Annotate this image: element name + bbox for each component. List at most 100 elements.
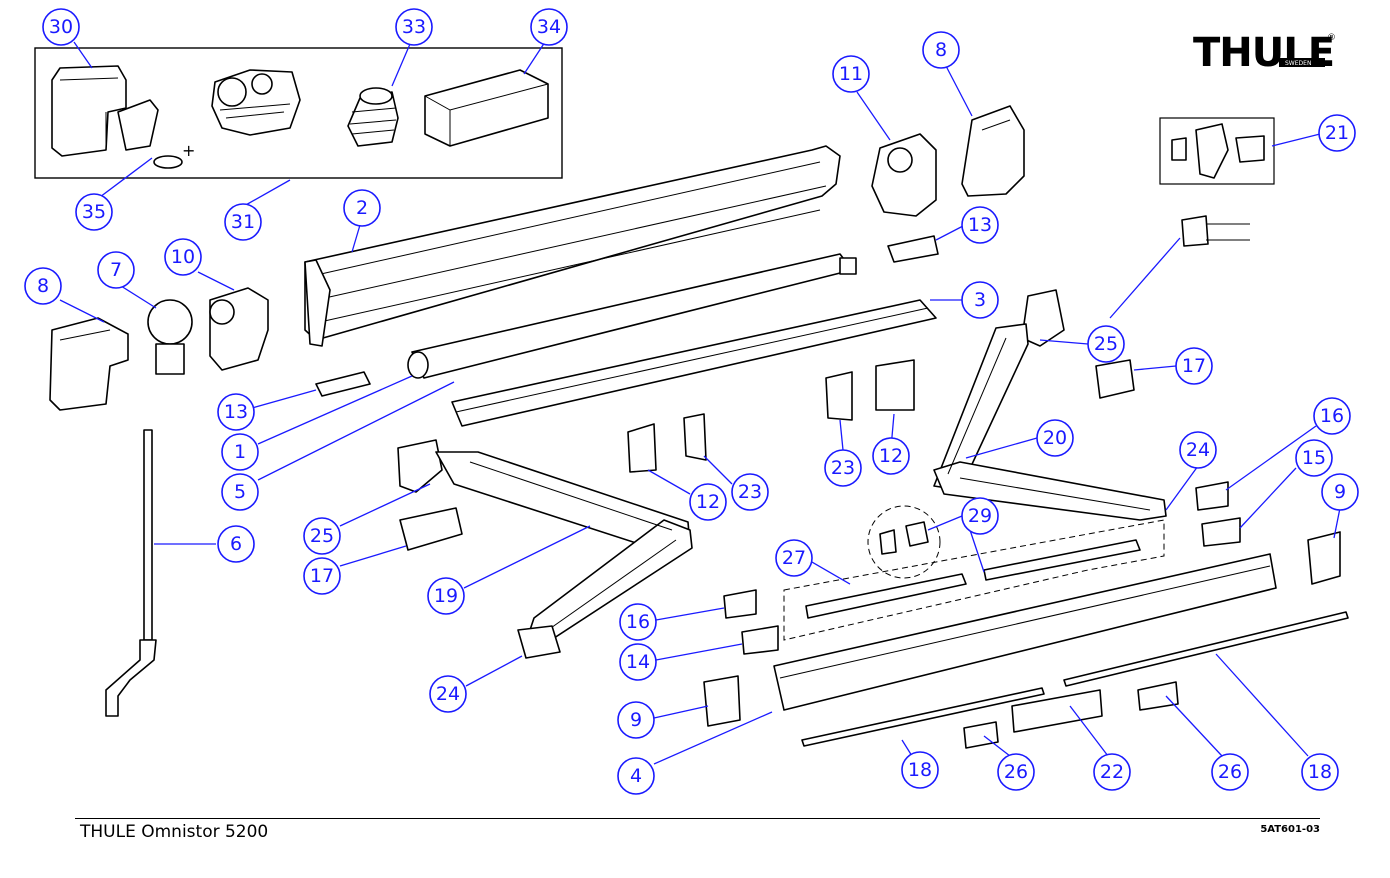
document-code: 5AT601-03 bbox=[1260, 824, 1320, 835]
svg-text:24: 24 bbox=[436, 683, 460, 705]
crank-rod bbox=[105, 429, 157, 717]
callout-24-right: 24 bbox=[1179, 431, 1217, 469]
leader-lines bbox=[59, 41, 1341, 765]
callout-35: 35 bbox=[75, 193, 113, 231]
callout-17-left: 17 bbox=[303, 557, 341, 595]
callout-33: 33 bbox=[395, 8, 433, 46]
svg-text:11: 11 bbox=[839, 63, 863, 85]
svg-text:THULE: THULE bbox=[1193, 30, 1334, 76]
svg-text:9: 9 bbox=[1334, 481, 1346, 503]
svg-text:16: 16 bbox=[1320, 405, 1344, 427]
callout-1: 1 bbox=[221, 433, 259, 471]
svg-text:13: 13 bbox=[224, 401, 248, 423]
svg-text:14: 14 bbox=[626, 651, 650, 673]
svg-text:8: 8 bbox=[935, 39, 947, 61]
callout-12-left: 12 bbox=[689, 483, 727, 521]
svg-text:29: 29 bbox=[968, 505, 992, 527]
callout-17-right: 17 bbox=[1175, 347, 1213, 385]
callout-9-left: 9 bbox=[617, 701, 655, 739]
svg-text:17: 17 bbox=[310, 565, 334, 587]
callout-25-right: 25 bbox=[1087, 325, 1125, 363]
svg-text:1: 1 bbox=[234, 441, 246, 463]
svg-text:8: 8 bbox=[37, 275, 49, 297]
svg-text:6: 6 bbox=[230, 533, 242, 555]
lower-rails bbox=[723, 481, 1349, 749]
callout-20: 20 bbox=[1036, 419, 1074, 457]
footer-title: THULE Omnistor 5200 bbox=[80, 822, 269, 842]
callout-5: 5 bbox=[221, 473, 259, 511]
callout-23-left: 23 bbox=[731, 473, 769, 511]
cassette-profile bbox=[304, 145, 841, 347]
svg-text:+: + bbox=[182, 141, 195, 160]
callout-10: 10 bbox=[164, 238, 202, 276]
right-end-parts bbox=[871, 105, 1275, 263]
svg-text:12: 12 bbox=[696, 491, 720, 513]
callouts: 30 33 34 35 31 11 8 21 2 13 8 7 10 3 25 … bbox=[24, 8, 1359, 795]
svg-text:9: 9 bbox=[630, 709, 642, 731]
svg-text:3: 3 bbox=[974, 289, 986, 311]
svg-text:23: 23 bbox=[738, 481, 762, 503]
svg-text:7: 7 bbox=[110, 259, 122, 281]
callout-22: 22 bbox=[1093, 753, 1131, 791]
svg-text:15: 15 bbox=[1302, 447, 1326, 469]
svg-text:4: 4 bbox=[630, 765, 642, 787]
callout-8-left: 8 bbox=[24, 267, 62, 305]
callout-26-left: 26 bbox=[997, 753, 1035, 791]
callout-27: 27 bbox=[775, 539, 813, 577]
svg-text:®: ® bbox=[1327, 33, 1336, 43]
svg-text:12: 12 bbox=[879, 445, 903, 467]
callout-7: 7 bbox=[97, 251, 135, 289]
svg-text:35: 35 bbox=[82, 201, 106, 223]
left-end-parts bbox=[49, 287, 371, 411]
front-bar bbox=[703, 531, 1341, 727]
callout-24-left: 24 bbox=[429, 675, 467, 713]
callout-2: 2 bbox=[343, 189, 381, 227]
svg-text:5: 5 bbox=[234, 481, 246, 503]
callout-14: 14 bbox=[619, 643, 657, 681]
svg-text:21: 21 bbox=[1325, 122, 1349, 144]
svg-text:25: 25 bbox=[310, 525, 334, 547]
svg-text:27: 27 bbox=[782, 547, 806, 569]
svg-text:22: 22 bbox=[1100, 761, 1124, 783]
svg-text:SWEDEN: SWEDEN bbox=[1285, 60, 1311, 67]
callout-13-left: 13 bbox=[217, 393, 255, 431]
callout-9-right: 9 bbox=[1321, 473, 1359, 511]
svg-text:24: 24 bbox=[1186, 439, 1210, 461]
svg-text:20: 20 bbox=[1043, 427, 1067, 449]
svg-text:25: 25 bbox=[1094, 333, 1118, 355]
svg-text:16: 16 bbox=[626, 611, 650, 633]
svg-text:18: 18 bbox=[1308, 761, 1332, 783]
svg-text:18: 18 bbox=[908, 759, 932, 781]
callout-25-left: 25 bbox=[303, 517, 341, 555]
callout-16-left: 16 bbox=[619, 603, 657, 641]
svg-text:31: 31 bbox=[231, 211, 255, 233]
svg-text:30: 30 bbox=[49, 16, 73, 38]
callout-23-right: 23 bbox=[824, 449, 862, 487]
motor-kit-inset: + bbox=[34, 47, 563, 179]
callout-4: 4 bbox=[617, 757, 655, 795]
callout-3: 3 bbox=[961, 281, 999, 319]
roller-tube bbox=[407, 253, 857, 379]
callout-15: 15 bbox=[1295, 439, 1333, 477]
callout-29: 29 bbox=[961, 497, 999, 535]
callout-18-left: 18 bbox=[901, 751, 939, 789]
callout-13-top: 13 bbox=[961, 206, 999, 244]
small-brackets bbox=[627, 359, 915, 473]
svg-text:26: 26 bbox=[1218, 761, 1242, 783]
callout-11: 11 bbox=[832, 55, 870, 93]
svg-text:23: 23 bbox=[831, 457, 855, 479]
callout-31: 31 bbox=[224, 203, 262, 241]
svg-text:19: 19 bbox=[434, 585, 458, 607]
footer-rule bbox=[75, 818, 1320, 819]
callout-30: 30 bbox=[42, 8, 80, 46]
svg-text:2: 2 bbox=[356, 197, 368, 219]
svg-text:26: 26 bbox=[1004, 761, 1028, 783]
callout-21: 21 bbox=[1318, 114, 1356, 152]
left-arm bbox=[397, 439, 693, 659]
callout-18-right: 18 bbox=[1301, 753, 1339, 791]
callout-19: 19 bbox=[427, 577, 465, 615]
right-arm bbox=[933, 215, 1250, 521]
thule-logo: THULE SWEDEN ® bbox=[1193, 30, 1336, 76]
callout-6: 6 bbox=[217, 525, 255, 563]
svg-text:13: 13 bbox=[968, 214, 992, 236]
